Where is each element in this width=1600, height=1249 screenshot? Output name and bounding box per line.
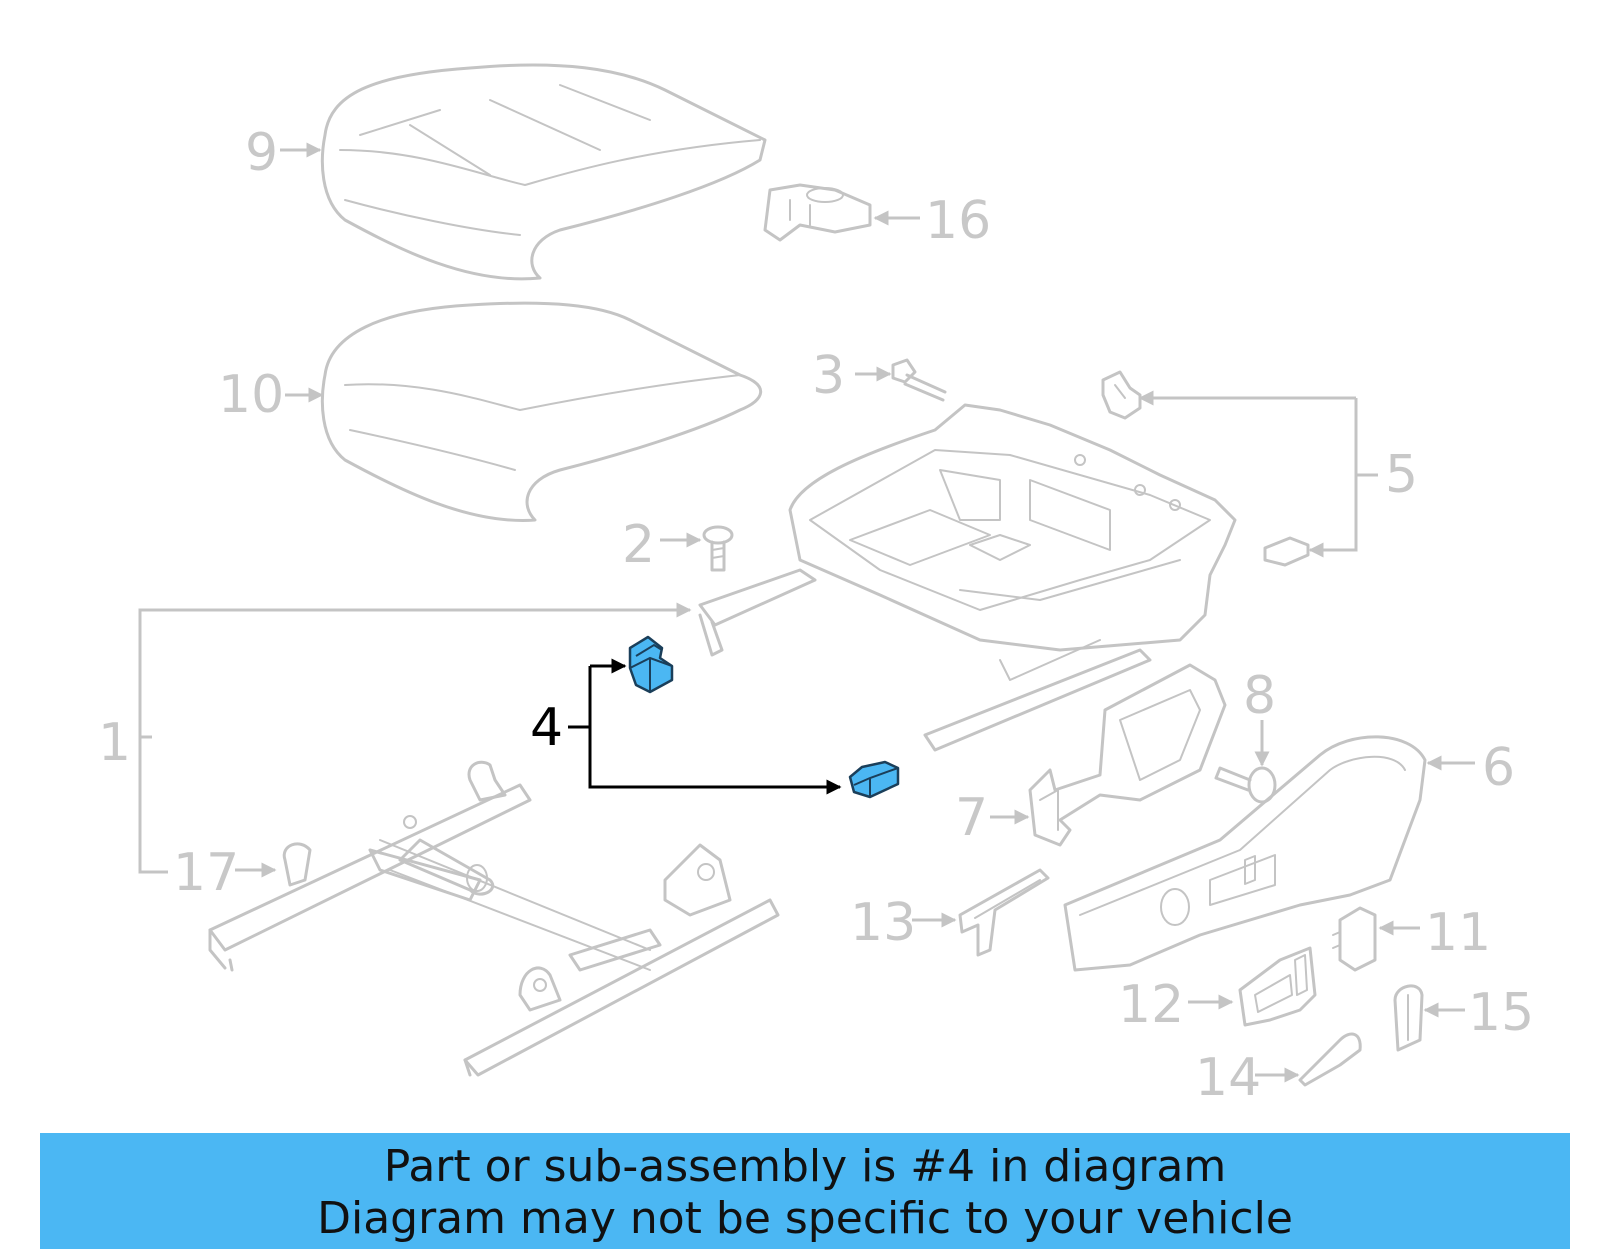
bolt-part-3: [891, 358, 947, 402]
callout-6: 6: [1482, 738, 1515, 798]
callout-2: 2: [622, 515, 655, 575]
callout-4: 4: [530, 698, 563, 758]
leader-1: [138, 602, 692, 874]
knob-part-14: [1298, 1032, 1362, 1087]
connector-part-11: [1332, 906, 1377, 972]
leader-5-lower: [1308, 398, 1358, 558]
callout-17: 17: [173, 843, 239, 903]
highlighted-bracket-part-4-lower: [848, 760, 900, 799]
seat-cushion-pad-part-10: [320, 301, 763, 522]
info-banner: Part or sub-assembly is #4 in diagram Di…: [40, 1133, 1570, 1249]
callout-10: 10: [218, 365, 284, 425]
callout-3: 3: [812, 346, 845, 406]
callout-12: 12: [1118, 975, 1184, 1035]
seat-cushion-cover-part-9: [320, 63, 767, 281]
clip-part-5-upper: [1101, 370, 1142, 420]
strip-part-13: [958, 868, 1050, 957]
highlighted-bracket-part-4-upper: [628, 635, 674, 694]
seat-parts-diagram: 9 16 10 3 2: [98, 63, 1534, 1108]
callout-5: 5: [1385, 445, 1418, 505]
seat-track-part-17: [208, 760, 780, 1077]
bracket-part-16: [763, 183, 872, 242]
screw-part-8: [1214, 766, 1277, 804]
screw-part-2: [702, 525, 734, 572]
callout-7: 7: [955, 788, 988, 848]
callout-14: 14: [1195, 1048, 1261, 1108]
clip-part-5-lower: [1263, 536, 1310, 567]
callout-8: 8: [1243, 666, 1276, 726]
callout-9: 9: [245, 123, 278, 183]
banner-line-1: Part or sub-assembly is #4 in diagram: [383, 1141, 1227, 1192]
switch-part-12: [1238, 946, 1317, 1027]
callout-15: 15: [1468, 983, 1534, 1043]
shield-inner-part-7: [1028, 663, 1227, 847]
callout-13: 13: [850, 893, 916, 953]
seat-frame: [698, 403, 1237, 752]
knob-part-15: [1393, 984, 1424, 1052]
shield-outer-part-6: [1063, 735, 1427, 972]
callout-16: 16: [925, 191, 991, 251]
callout-11: 11: [1425, 903, 1491, 963]
banner-line-2: Diagram may not be specific to your vehi…: [317, 1193, 1293, 1244]
leader-4-lower: [588, 666, 842, 795]
callout-1: 1: [98, 713, 131, 773]
